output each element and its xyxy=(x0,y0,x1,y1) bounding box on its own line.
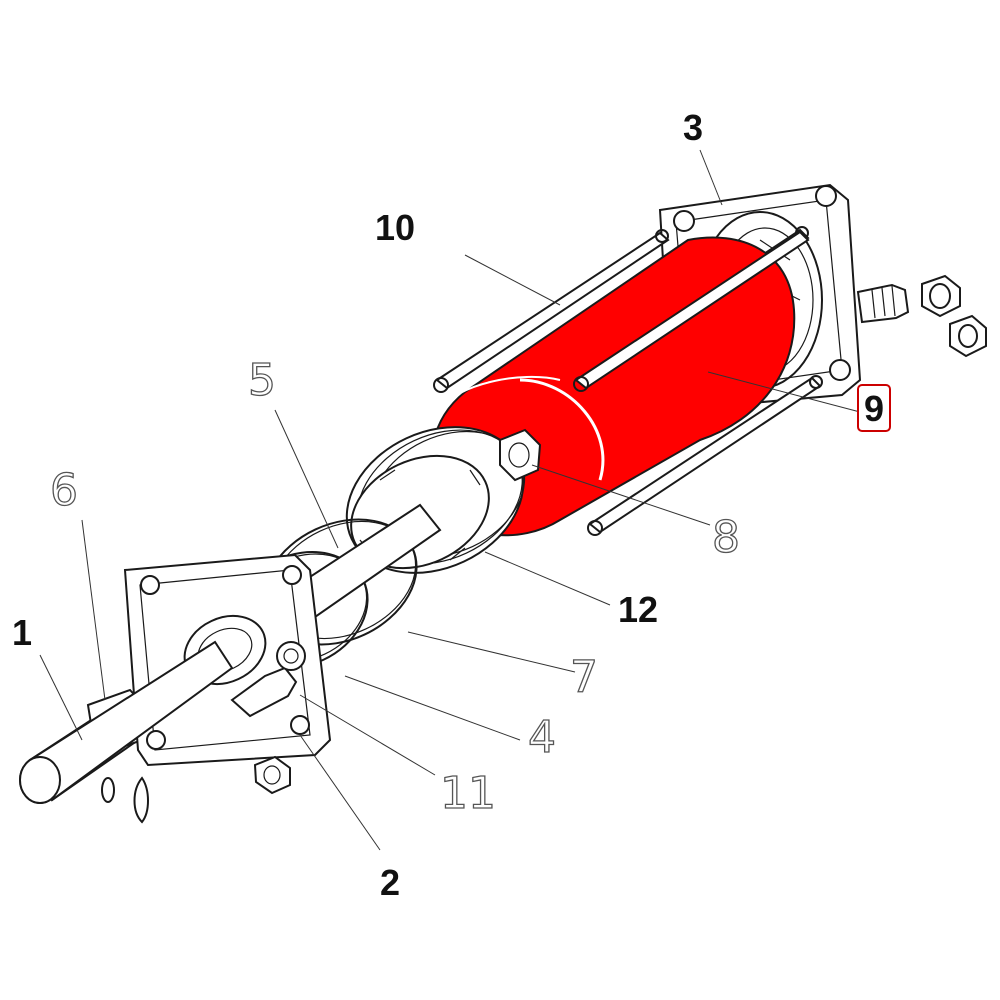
part-label-6[interactable]: 6 xyxy=(49,464,78,516)
part-label-8[interactable]: 8 xyxy=(711,511,740,563)
retaining-clip[interactable] xyxy=(133,776,149,824)
part-label-10[interactable]: 10 xyxy=(375,207,415,248)
part-label-4[interactable]: 4 xyxy=(527,711,556,763)
rod-nut[interactable] xyxy=(499,428,542,482)
part-label-7[interactable]: 7 xyxy=(569,651,598,703)
part-label-3[interactable]: 3 xyxy=(683,107,703,148)
callout-labels: 1 2 3 4 5 6 7 8 9 10 11 12 xyxy=(12,107,891,903)
part-label-2[interactable]: 2 xyxy=(380,862,400,903)
washer[interactable] xyxy=(101,777,115,803)
front-nut[interactable] xyxy=(253,755,291,795)
piston-rod-front[interactable] xyxy=(19,640,234,804)
rear-fitting[interactable] xyxy=(856,283,910,324)
front-fitting[interactable] xyxy=(230,641,306,718)
selected-label-frame xyxy=(857,384,891,432)
part-label-12[interactable]: 12 xyxy=(618,589,658,630)
part-label-1[interactable]: 1 xyxy=(12,612,32,653)
leader-lines xyxy=(39,149,861,851)
tie-rods-front[interactable] xyxy=(573,230,823,536)
part-label-5[interactable]: 5 xyxy=(247,354,276,406)
rear-nut-upper[interactable] xyxy=(921,274,961,318)
rear-nut-lower[interactable] xyxy=(949,314,987,358)
part-label-11[interactable]: 11 xyxy=(439,767,496,819)
part-label-9[interactable]: 9 xyxy=(864,388,884,429)
